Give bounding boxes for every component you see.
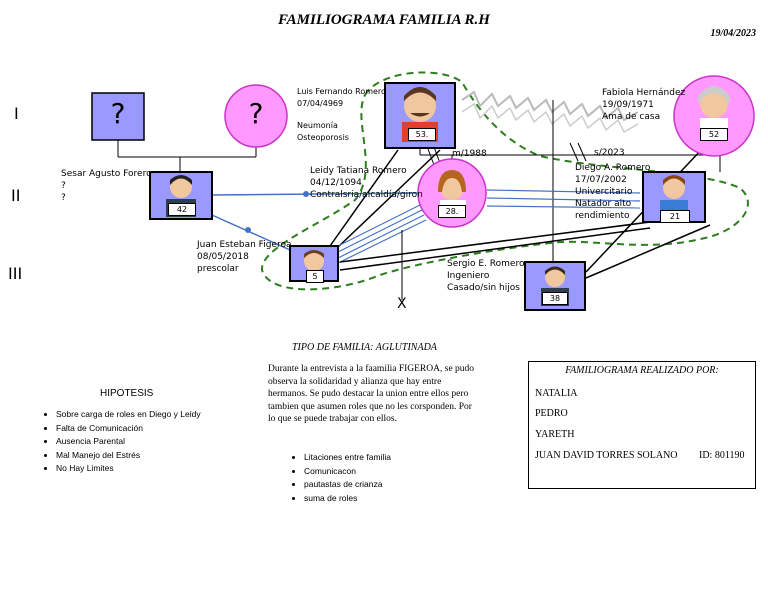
hypothesis-list: Sobre carga de roles en Diego y Leidy Fa… — [40, 408, 201, 476]
sergio-label: Sergio E. Romero Ingeniero Casado/sin hi… — [447, 259, 525, 293]
author-name: JUAN DAVID TORRES SOLANO — [535, 450, 678, 461]
unknown-male-node — [91, 92, 145, 141]
list-item: Comunicacon — [304, 465, 391, 479]
generation-label: II — [11, 186, 21, 205]
author-name: YARETH — [535, 429, 575, 440]
sesar-avatar-icon — [170, 176, 192, 198]
conflict-line — [461, 90, 639, 122]
sesar-label: Sesar Agusto Forero ? ? — [61, 169, 152, 203]
age-badge: 5 — [306, 270, 324, 283]
family-type-list: Litaciones entre familia Comunicacon pau… — [288, 451, 391, 505]
list-item: Mal Manejo del Estrés — [56, 449, 201, 463]
sergio-avatar-icon — [545, 267, 565, 287]
x-mark: X — [397, 296, 407, 312]
unknown-male-symbol: ? — [110, 97, 126, 130]
list-item: suma de roles — [304, 492, 391, 506]
hypothesis-title: HIPOTESIS — [100, 388, 154, 399]
list-item: Litaciones entre familia — [304, 451, 391, 465]
marriage-label: m/1988 — [452, 149, 487, 159]
made-by-box: FAMILIOGRAMA REALIZADO POR: NATALIA PEDR… — [528, 361, 756, 489]
age-badge: 52 — [700, 128, 728, 141]
juan-label: Juan Esteban Figeroa 08/05/2018 prescola… — [197, 240, 292, 274]
family-type-title: TIPO DE FAMILIA: AGLUTINADA — [292, 342, 437, 353]
age-badge: 28. — [438, 205, 466, 218]
page-title: FAMILIOGRAMA FAMILIA R.H — [278, 12, 490, 28]
generation-label: I — [14, 104, 19, 123]
family-type-text: Durante la entrevista a la faamilia FIGE… — [268, 364, 475, 424]
leidy-label: Leidy Tatiana Romero 04/12/1094 Contrals… — [310, 166, 423, 200]
unknown-female-node — [224, 84, 288, 148]
diego-avatar-icon — [663, 177, 685, 199]
author-name: PEDRO — [535, 408, 568, 419]
author-name: NATALIA — [535, 388, 578, 399]
conflict-line — [461, 102, 639, 134]
fabiola-avatar-icon — [700, 90, 728, 118]
list-item: Falta de Comunicación — [56, 422, 201, 436]
family-boundary — [260, 71, 749, 291]
list-item: No Hay Limites — [56, 462, 201, 476]
separation-label: s/2023 — [594, 148, 625, 158]
age-badge: 21 — [660, 210, 690, 223]
age-badge: 42 — [168, 203, 196, 216]
list-item: Ausencia Parental — [56, 435, 201, 449]
fabiola-label: Fabiola Hernández 19/09/1971 Ama de casa — [602, 88, 686, 122]
list-item: pautastas de crianza — [304, 478, 391, 492]
unknown-female-symbol: ? — [248, 97, 264, 130]
author-id: ID: 801190 — [699, 450, 745, 461]
diego-label: Diego A. Romero 17/07/2002 Univercitario… — [575, 163, 651, 221]
age-badge: 38 — [542, 292, 568, 305]
date-label: 19/04/2023 — [710, 28, 756, 39]
luis-label: Luis Fernando Romero 07/04/4969 Neumonía… — [297, 87, 386, 142]
list-item: Sobre carga de roles en Diego y Leidy — [56, 408, 201, 422]
age-badge: 53. — [408, 128, 436, 141]
generation-label: III — [8, 264, 23, 283]
made-by-title: FAMILIOGRAMA REALIZADO POR: — [565, 365, 719, 376]
juan-avatar-icon — [304, 251, 324, 271]
leidy-avatar-icon — [440, 176, 464, 200]
